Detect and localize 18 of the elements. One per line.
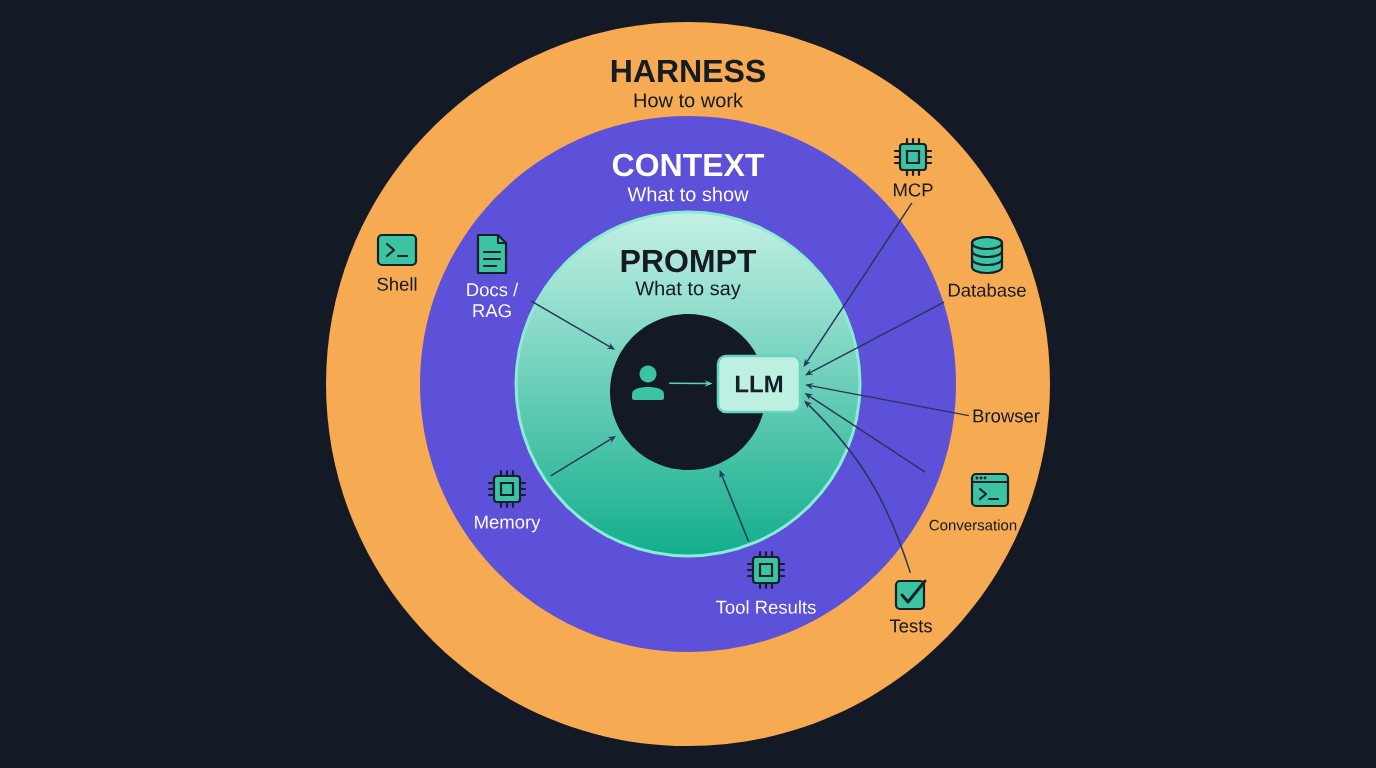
item-label: Shell [377,277,417,291]
layer-title: PROMPT [621,249,757,273]
layer-title: HARNESS [611,59,765,83]
item-label: Conversation [929,519,1017,531]
item-label: MCP [893,183,933,197]
item-label: Browser [973,409,1040,423]
layer-subtitle: What to say [635,280,741,300]
item-label: Tool Results [716,600,816,614]
layer-title: CONTEXT [612,153,765,177]
item-label: Docs / RAG [467,282,519,318]
item-label: Memory [475,515,541,533]
layer-subtitle: How to work [634,92,743,108]
item-label: Database [948,283,1026,297]
person-icon [632,365,664,400]
arrow [803,202,913,367]
layer-subtitle: What to show [627,186,749,202]
item-label: Tests [889,619,932,633]
model-box: LLM [716,354,802,414]
